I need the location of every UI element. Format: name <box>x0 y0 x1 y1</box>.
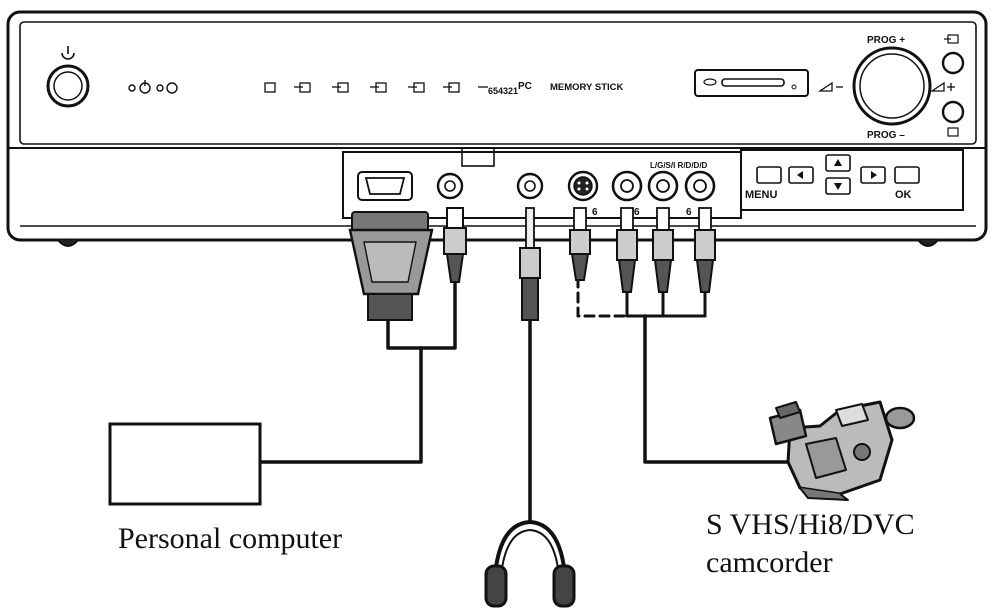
prog-minus-label: PROG – <box>867 130 905 141</box>
personal-computer-box <box>108 422 262 506</box>
av-jacks[interactable] <box>611 170 716 202</box>
prog-plus-label: PROG + <box>867 35 905 46</box>
memory-stick-slot[interactable] <box>694 69 809 97</box>
memory-stick-label: MEMORY STICK <box>550 82 624 93</box>
side-buttons[interactable] <box>941 51 965 124</box>
jack-number-a: 6 <box>686 207 692 218</box>
menu-keypad[interactable] <box>756 154 920 195</box>
camcorder-label-line2: camcorder <box>706 546 833 579</box>
pc-dsub-port[interactable] <box>357 171 413 201</box>
personal-computer-label: Personal computer <box>118 522 343 555</box>
input-icon <box>264 82 488 93</box>
connector-panel <box>342 149 964 219</box>
ok-label: OK <box>895 189 912 201</box>
power-button[interactable] <box>46 64 90 108</box>
s-video-jack[interactable] <box>567 170 599 202</box>
s-video-plug <box>569 207 591 281</box>
menu-label: MENU <box>745 189 777 201</box>
standby-icon <box>128 80 178 94</box>
volume-icon <box>817 81 955 92</box>
jack-number-v: 6 <box>634 207 640 218</box>
dsub-plug <box>348 211 434 321</box>
pc-audio-plug <box>443 207 467 283</box>
side-button-icons <box>944 34 959 137</box>
keypad-arrow-icons <box>797 159 877 190</box>
jack-number-s: 6 <box>592 207 598 218</box>
headphones-icon <box>484 519 576 608</box>
power-icon <box>61 46 75 60</box>
input-number-label: 654321 <box>488 86 518 96</box>
camcorder-icon <box>768 400 916 501</box>
headphone-jack[interactable] <box>516 172 544 200</box>
cables <box>260 276 792 522</box>
headphone-plug <box>519 207 541 321</box>
rca-plugs <box>616 207 716 293</box>
audio-jack-label: L/G/S/I R/D/D/D <box>650 161 708 170</box>
pc-audio-jack[interactable] <box>436 172 464 200</box>
pc-top-label: PC <box>518 81 532 92</box>
prog-dial[interactable] <box>852 46 932 126</box>
camcorder-label-line1: S VHS/Hi8/DVC <box>706 508 915 541</box>
